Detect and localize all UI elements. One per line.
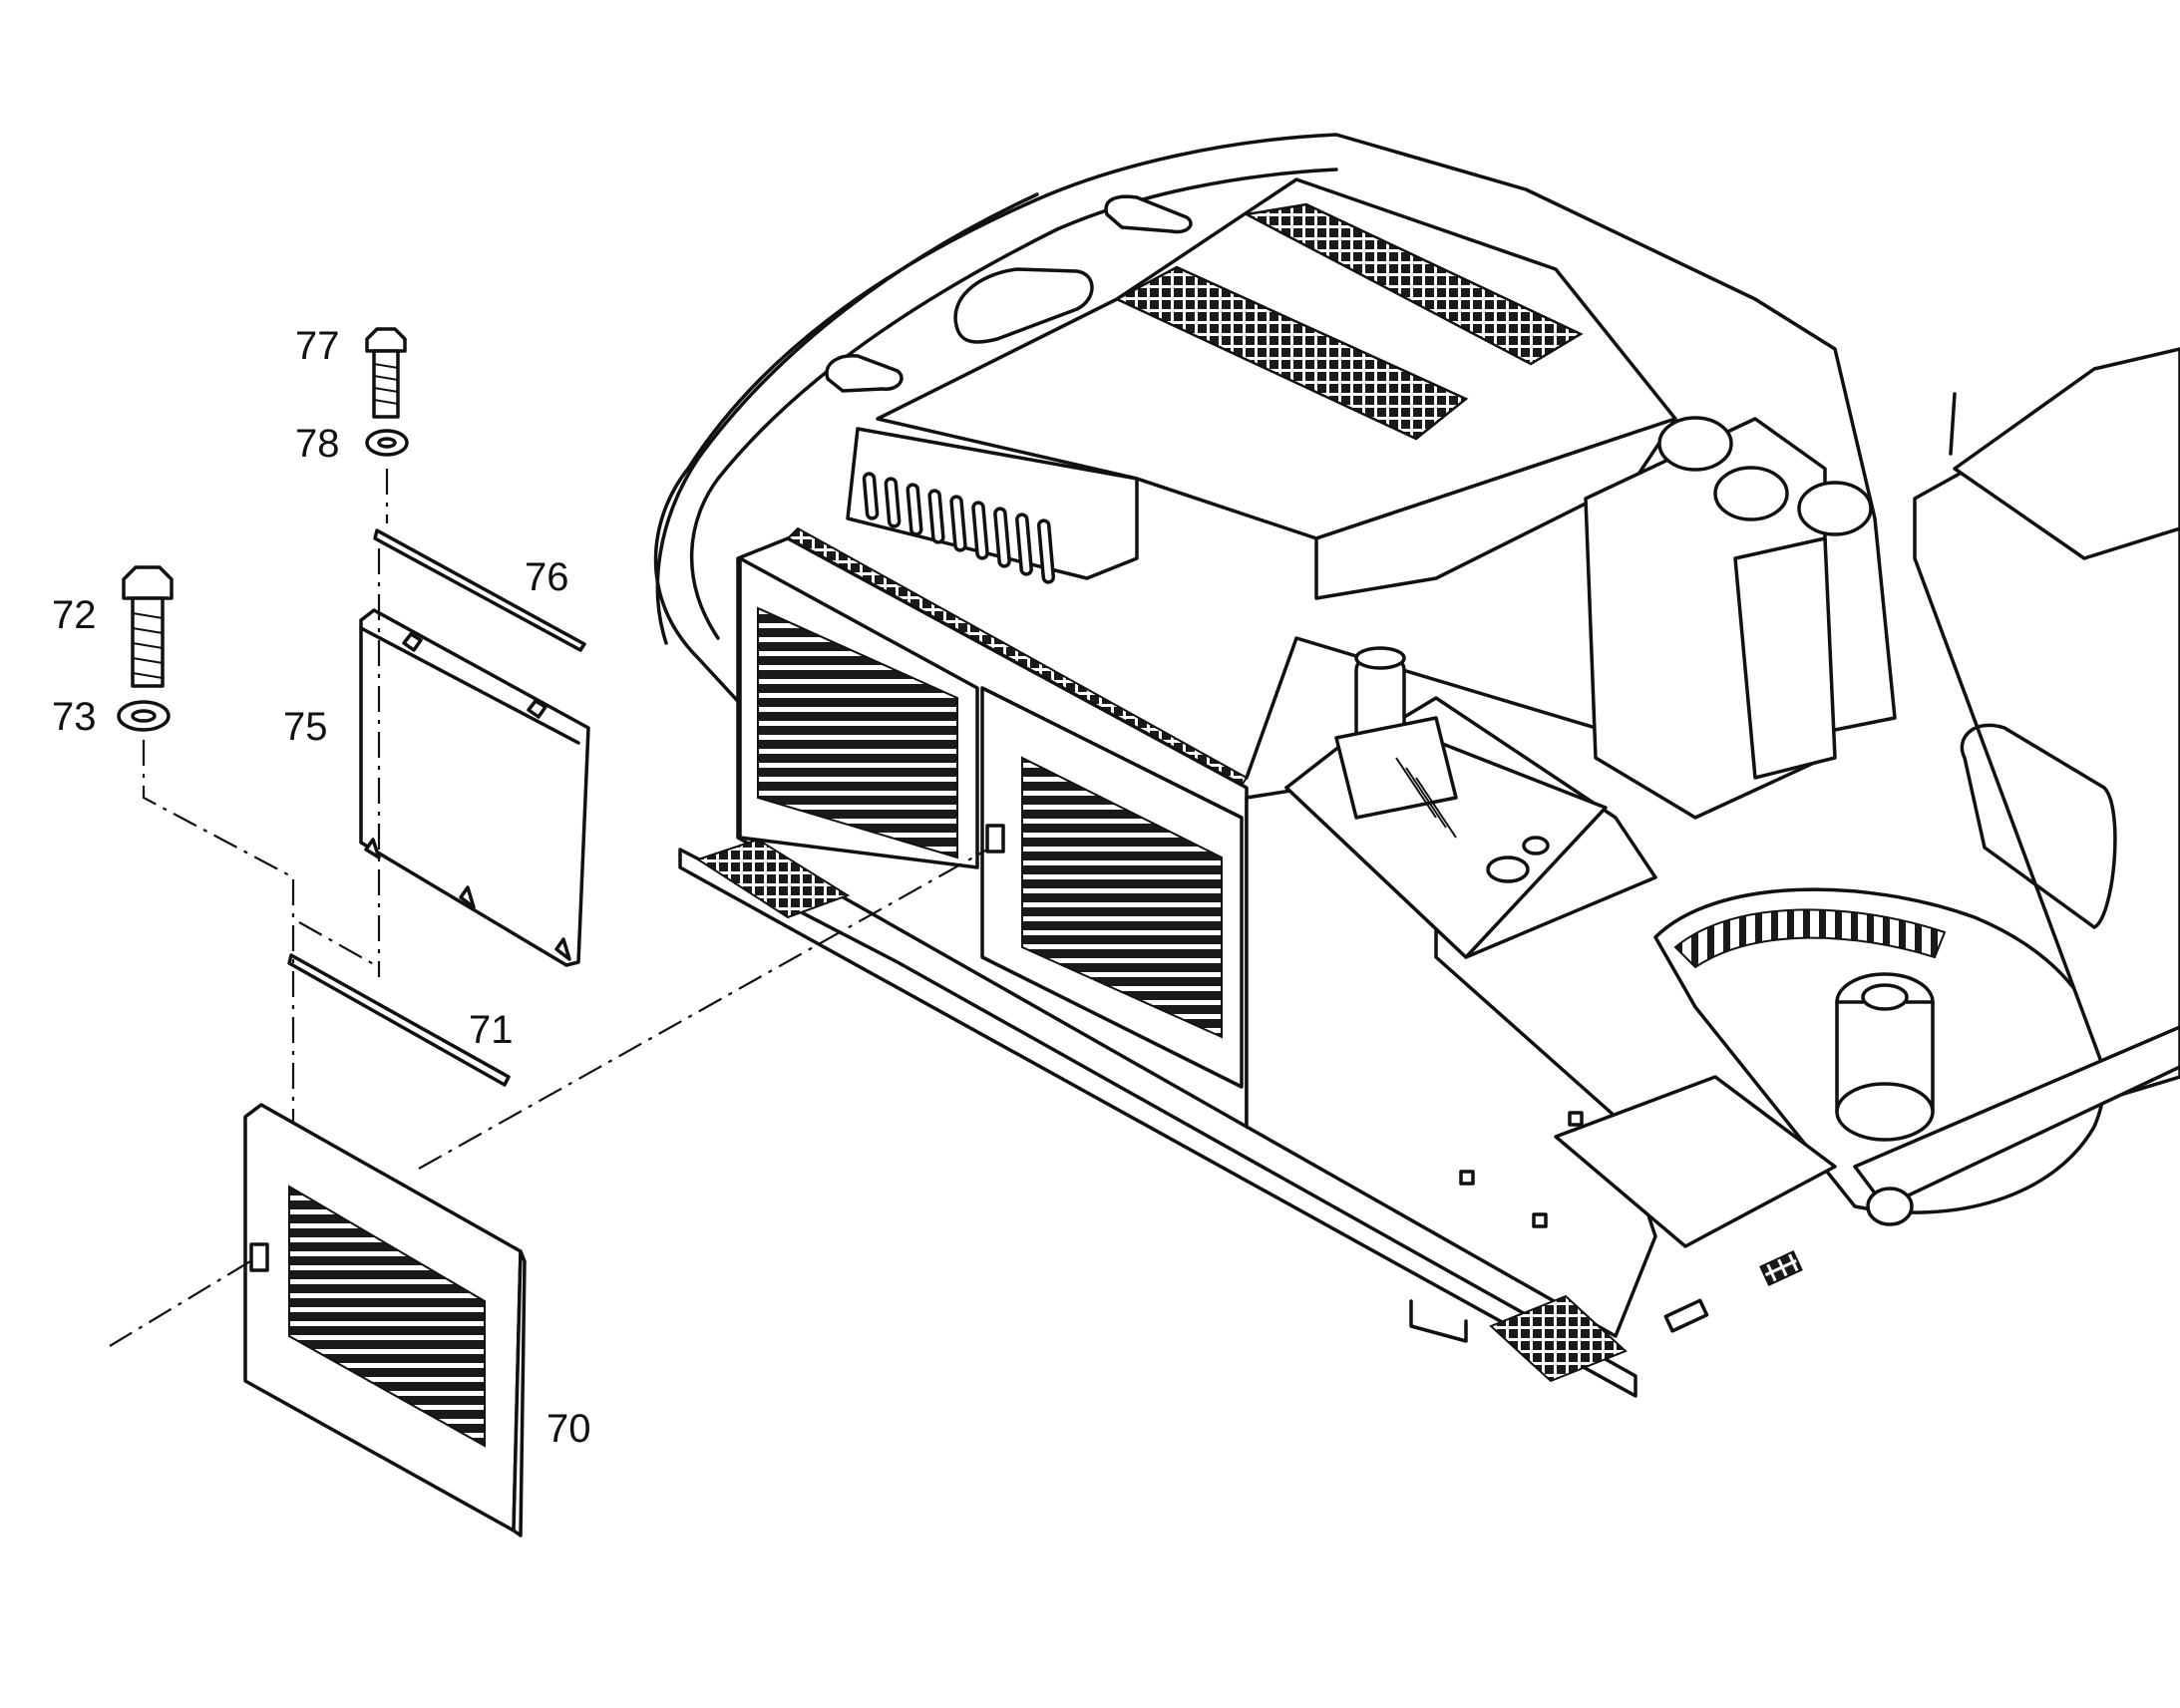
callout-75: 75 [283, 705, 328, 749]
rear-frame-window [1960, 723, 2117, 929]
tank-filter-cap-2 [1713, 466, 1789, 521]
valve-bracket [1733, 536, 1837, 780]
engine-hood-right-face [1314, 417, 1677, 600]
assembly-line-door-machine [418, 849, 988, 1170]
seal-panel-75-tab-5 [554, 937, 571, 961]
grille-door-70-side [512, 1249, 527, 1537]
callout-71: 71 [469, 1008, 514, 1052]
detail-nut-2 [1532, 1212, 1548, 1228]
seal-panel-75-tab-1 [402, 632, 423, 652]
side-door-right-louver [1021, 756, 1223, 1039]
hood-handle-opening-left [953, 267, 1094, 344]
tank-filter-cap-1 [1657, 416, 1733, 472]
hood-vent-grille-front [1114, 265, 1469, 441]
tank-filter-cap-3 [1797, 481, 1873, 536]
hood-side-slots [862, 472, 1056, 584]
walkway-rail [678, 848, 1637, 1398]
swing-motor [1835, 972, 1935, 1142]
tank-cap [1486, 855, 1530, 883]
boom-pin [1866, 1187, 1914, 1226]
seal-panel-75-tab-3 [364, 838, 381, 859]
walkway-step-right [1489, 1294, 1628, 1383]
hood-outer-rim [655, 192, 1039, 645]
antenna [1949, 392, 1957, 456]
tank-cap-2 [1522, 836, 1550, 855]
washer-78-hole [377, 437, 397, 449]
seal-panel-75 [359, 608, 590, 967]
engine-hood-front-face [846, 427, 1139, 580]
hood-inner-rim [690, 168, 1338, 640]
callout-78: 78 [295, 422, 340, 466]
lower-vent [1759, 1250, 1803, 1286]
assembly-line-latch-door [109, 1257, 256, 1347]
seal-panel-75-tab-4 [459, 885, 476, 909]
washer-73-hole [131, 709, 157, 723]
strip-71 [287, 953, 511, 1087]
strip-76 [373, 528, 586, 652]
door-latch [985, 824, 1005, 854]
seal-panel-75-tab-2 [527, 699, 547, 719]
walkway-step-left [695, 838, 851, 919]
swing-ring-teeth [1673, 908, 1947, 969]
callout-76: 76 [525, 555, 569, 599]
callout-72: 72 [52, 593, 97, 637]
step-handle [1409, 1299, 1468, 1343]
callout-70: 70 [546, 1407, 591, 1451]
bolt-77 [365, 327, 407, 419]
hood-handle-opening-side [825, 354, 904, 393]
front-lower-plate [1554, 1075, 1837, 1248]
callout-77: 77 [295, 324, 340, 368]
lower-handle [1663, 1298, 1709, 1333]
detail-nut-3 [1568, 1111, 1584, 1127]
callout-labels: 77 78 72 73 76 75 71 70 [52, 324, 591, 1451]
side-door-left-louver [757, 606, 958, 859]
hood-handle-opening-rear [1104, 194, 1193, 234]
exploded-parts [109, 327, 988, 1537]
machine-upper-structure [653, 133, 2180, 1398]
detail-nut-1 [1459, 1170, 1475, 1186]
assembly-line-73-70 [142, 740, 295, 1122]
bolt-72 [122, 565, 174, 688]
grease-pump-unit [1334, 646, 1458, 839]
callout-73: 73 [52, 695, 97, 739]
assembly-line-panel-step [298, 921, 380, 968]
hood-vent-grille-rear [1243, 202, 1584, 366]
cab-outline [1953, 347, 2180, 560]
grille-door-70-louver [288, 1185, 486, 1448]
seal-panel-75-fold [359, 626, 580, 745]
grille-door-70-latch [249, 1242, 269, 1272]
